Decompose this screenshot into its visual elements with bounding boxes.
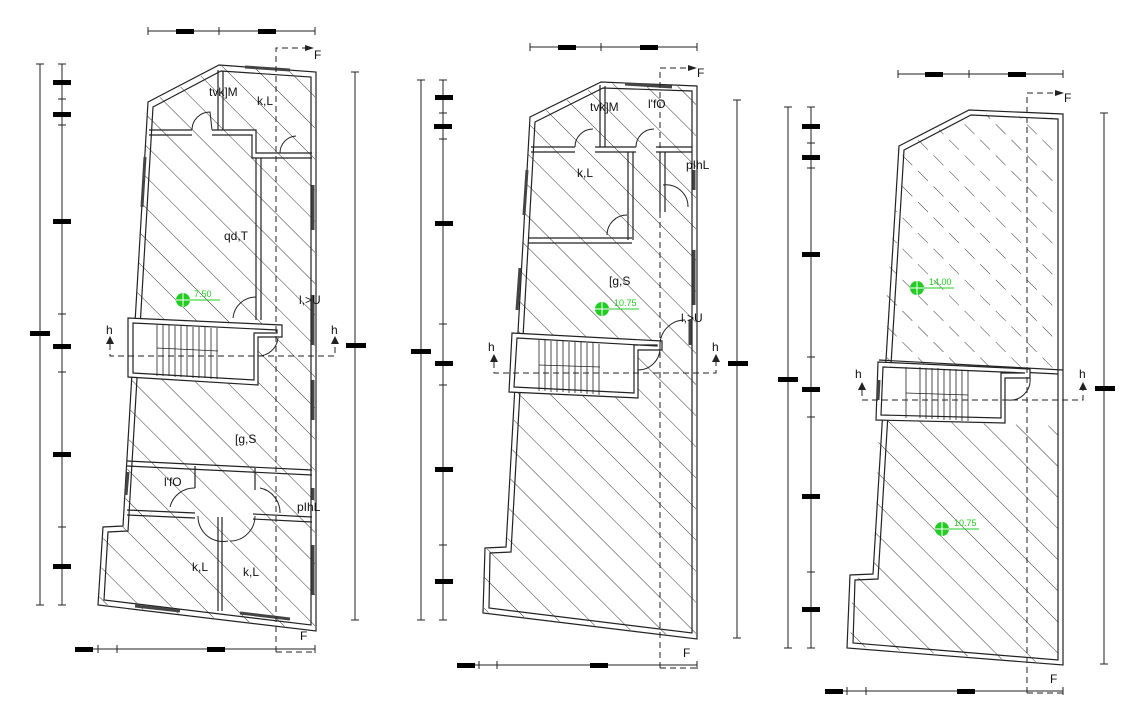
room-label: l,>U: [681, 311, 703, 325]
room-label: tvk]M: [590, 100, 619, 114]
room-label: pIhL: [297, 500, 321, 514]
plan-3: h h F F 14.00 10.75: [778, 70, 1115, 695]
plan-1-doors: [169, 111, 297, 542]
plan-3-interior-walls: [875, 359, 1064, 424]
plan-1-room-labels: tvk]M k,L qd,T l,>U [g,S l'fO pIhL k,L k…: [164, 85, 321, 579]
room-label: k,L: [577, 166, 593, 180]
plan-2-section-lines: [490, 65, 720, 669]
plan-1-windows: [124, 65, 315, 621]
room-label: tvk]M: [209, 85, 238, 99]
plan-3-level-marker-upper: 14.00: [910, 277, 954, 295]
plan-3-section-h-left: h: [855, 367, 862, 381]
plan-1-section-f-top: F: [314, 48, 321, 62]
plan-1-level-marker: 7.50: [176, 289, 220, 307]
plan-2-section-f-top: F: [697, 66, 704, 80]
plan-3-stairs: [905, 367, 969, 421]
plan-3-floor-area-lower: [850, 420, 1058, 664]
plan-2-section-h-left: h: [488, 340, 495, 354]
plan-2-section-h-right: h: [712, 340, 719, 354]
plan-3-doors: [1007, 377, 1031, 401]
plan-3-section-f-bottom: F: [1050, 672, 1057, 686]
level-value: 7.50: [194, 289, 212, 299]
plan-3-dimensions: [778, 70, 1115, 695]
room-label: [g,S: [235, 432, 256, 446]
room-label: l,>U: [299, 293, 321, 307]
plan-2-room-labels: tvk]M l'fO k,L pIhL [g,S l,>U: [577, 97, 710, 325]
plan-2-windows: [515, 82, 696, 345]
room-label: k,L: [243, 565, 259, 579]
room-label: k,L: [192, 560, 208, 574]
room-label: [g,S: [609, 274, 630, 288]
plan-3-section-f-top: F: [1064, 91, 1071, 105]
room-label: l'fO: [648, 97, 666, 111]
plan-3-section-h-right: h: [1079, 367, 1086, 381]
room-label: pIhL: [686, 158, 710, 172]
plan-2: h h F F tvk]M l'fO k,L pIhL [g,S l,>U 10…: [411, 43, 748, 669]
room-label: l'fO: [164, 475, 182, 489]
room-label: k,L: [257, 94, 273, 108]
level-value: 14.00: [929, 277, 952, 287]
plan-3-section-lines: [858, 90, 1087, 694]
plan-2-doors: [574, 128, 689, 371]
plan-3-windows: [876, 379, 881, 401]
plan-1-dimensions: [30, 27, 366, 653]
plan-1-section-h-left: h: [106, 323, 113, 337]
plan-2-section-f-bottom: F: [683, 646, 690, 660]
plan-1: h h F F tvk]M k,L qd,T l,>U [g,S l'fO pI…: [30, 27, 366, 653]
level-value: 10.75: [614, 298, 637, 308]
plan-2-stairs: [538, 340, 601, 395]
plan-1-section-lines: [106, 45, 339, 653]
level-value: 10.75: [954, 518, 977, 528]
plan-2-level-marker: 10.75: [595, 298, 639, 316]
plan-1-section-f-bottom: F: [300, 629, 307, 643]
plan-3-level-marker-lower: 10.75: [935, 518, 979, 536]
plan-3-floor-area-upper: [880, 114, 1058, 370]
plan-1-section-h-right: h: [331, 323, 338, 337]
room-label: qd,T: [224, 229, 249, 243]
plan-1-stairs: [156, 325, 219, 379]
plan-2-dimensions: [411, 43, 748, 669]
